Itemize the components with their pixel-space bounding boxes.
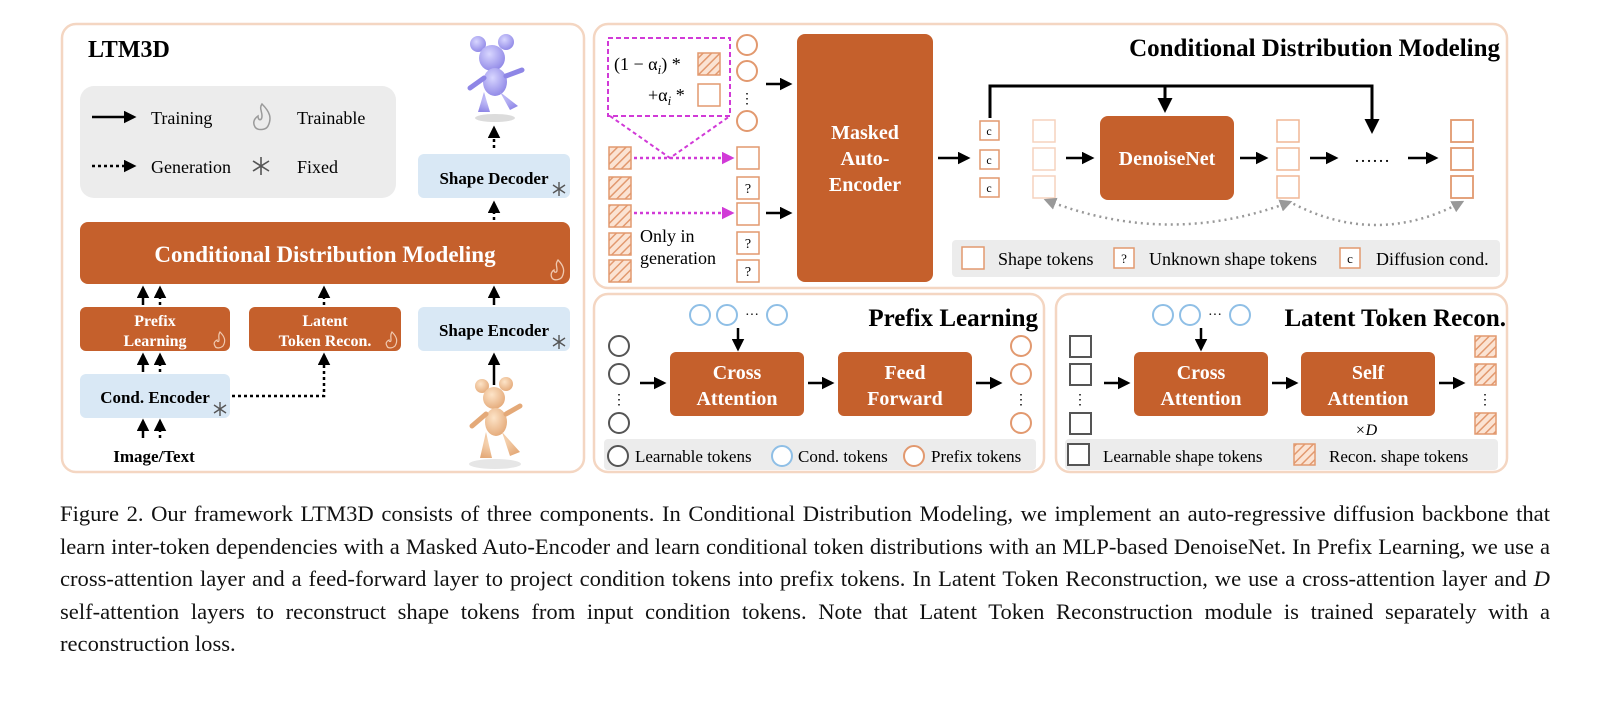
mixing-box: [607, 37, 731, 117]
self-attention-label-1: Self: [1352, 362, 1385, 384]
legend-recon-shape-tokens: Recon. shape tokens: [1329, 447, 1468, 466]
legend-training: Training: [151, 108, 212, 128]
recon-legend: [1065, 439, 1498, 470]
self-attention-box: [1301, 352, 1435, 416]
shape-encoder-label: Shape Encoder: [439, 321, 549, 340]
latent-recon-box: [249, 307, 401, 351]
recon-cross-label-1: Cross: [1177, 362, 1226, 384]
framework-diagram: LTM3D Training Generation Trainable Fixe…: [60, 22, 1509, 474]
diffusion-cond-tokens: [979, 120, 1000, 198]
only-in-generation-1: Only in: [640, 226, 695, 246]
feed-forward-label-1: Feed: [884, 362, 925, 384]
cdm-box: [80, 222, 570, 284]
unknown-mark: ?: [745, 182, 751, 197]
feed-forward-label-2: Forward: [867, 388, 943, 410]
mae-label-2: Auto-: [841, 148, 890, 170]
legend-generation: Generation: [151, 157, 231, 177]
cdm-flame-icon: [550, 259, 565, 281]
overview-title: LTM3D: [88, 37, 170, 63]
latent-recon-label-1: Latent: [302, 313, 348, 330]
prefix-output-circles: [1010, 335, 1032, 434]
unknown-mark-3: ?: [745, 265, 751, 280]
feed-forward-box: [838, 352, 972, 416]
self-attention-label-2: Attention: [1327, 388, 1408, 410]
learnable-token-circles: [608, 335, 630, 434]
prefix-token-circles: [736, 34, 758, 132]
decoder-snowflake-icon: [552, 182, 566, 196]
cdm-legend: [952, 240, 1500, 277]
cond-encoder-label: Cond. Encoder: [100, 388, 210, 407]
mae-label-1: Masked: [831, 122, 899, 144]
svg-text:⋮: ⋮: [1478, 393, 1492, 408]
legend-learnable-shape-tokens: Learnable shape tokens: [1103, 447, 1263, 466]
svg-text:⋮: ⋮: [612, 393, 626, 408]
legend-fixed: Fixed: [297, 157, 338, 177]
svg-text:⋮: ⋮: [1014, 393, 1028, 408]
cond-token-circles: [689, 304, 788, 326]
legend-prefix-tokens: Prefix tokens: [931, 447, 1021, 466]
legend-trainable: Trainable: [297, 108, 365, 128]
prefix-learning-label-1: Prefix: [134, 313, 175, 330]
prefix-learning-box: [80, 307, 230, 351]
prefix-cross-attention-box: [670, 352, 804, 416]
decoded-shape-image: [467, 34, 525, 122]
cdm-panel-title: Conditional Distribution Modeling: [1129, 35, 1500, 62]
legend-diffusion-cond: Diffusion cond.: [1376, 249, 1489, 269]
prefix-panel-title: Prefix Learning: [868, 305, 1038, 332]
recon-cond-circles: [1152, 304, 1251, 326]
mix-formula-1: (1 − αi) *: [614, 54, 681, 77]
cond-encoder-box: [80, 374, 230, 418]
recon-shape-token-squares: [1474, 335, 1497, 435]
only-in-generation-2: generation: [640, 248, 716, 268]
mae-label-3: Encoder: [829, 174, 901, 196]
legend-learnable-tokens: Learnable tokens: [635, 447, 752, 466]
prefix-cross-label-2: Attention: [696, 388, 777, 410]
shape-decoder-box: [418, 154, 570, 198]
svg-text:⋮: ⋮: [740, 92, 754, 107]
denoisenet-box: [1100, 116, 1234, 200]
snowflake-icon: [252, 157, 270, 175]
cdm-label: Conditional Distribution Modeling: [154, 242, 496, 267]
cdm-ellipsis: ……: [1354, 146, 1390, 166]
legend-unknown-mark: ?: [1121, 251, 1127, 266]
cond-mark-1: c: [986, 124, 991, 138]
unknown-mark-2: ?: [745, 237, 751, 252]
hatched-input-tokens: [608, 146, 632, 283]
legend-unknown-tokens: Unknown shape tokens: [1149, 249, 1317, 269]
prefix-learning-label-2: Learning: [123, 333, 186, 350]
legend-cond-mark: c: [1347, 251, 1353, 266]
latent-recon-label-2: Token Recon.: [279, 333, 372, 350]
svg-text:⋮: ⋮: [1073, 393, 1087, 408]
mix-formula-2: +αi *: [648, 85, 685, 108]
repeat-label: ×D: [1355, 422, 1378, 439]
caption-text-1: Figure 2. Our framework LTM3D consists o…: [60, 501, 1550, 591]
shape-encoder-box: [418, 307, 570, 351]
denoisenet-label: DenoiseNet: [1119, 148, 1216, 170]
svg-text:···: ···: [745, 308, 759, 323]
recon-cross-attention-box: [1134, 352, 1268, 416]
recon-cross-label-2: Attention: [1160, 388, 1241, 410]
caption-var-d: D: [1533, 566, 1550, 591]
shape-decoder-label: Shape Decoder: [439, 169, 549, 188]
cond-mark-2: c: [986, 153, 991, 167]
prefix-legend: [604, 439, 1036, 470]
flame-icon: [253, 102, 271, 131]
cond-mark-3: c: [986, 181, 991, 195]
svg-text:···: ···: [1208, 308, 1222, 323]
prefix-cross-label-1: Cross: [713, 362, 762, 384]
learnable-shape-token-squares: [1069, 335, 1092, 435]
recon-panel-title: Latent Token Recon.: [1284, 305, 1506, 332]
caption-text-2: self-attention layers to reconstruct sha…: [60, 598, 1550, 657]
overview-legend: Training Generation Trainable Fixed: [80, 86, 396, 198]
input-shape-image: [469, 377, 523, 469]
legend-shape-tokens: Shape tokens: [998, 249, 1093, 269]
input-label: Image/Text: [113, 447, 195, 466]
figure-caption: Figure 2. Our framework LTM3D consists o…: [60, 498, 1550, 661]
mae-box: [797, 34, 933, 282]
legend-cond-tokens: Cond. tokens: [798, 447, 888, 466]
